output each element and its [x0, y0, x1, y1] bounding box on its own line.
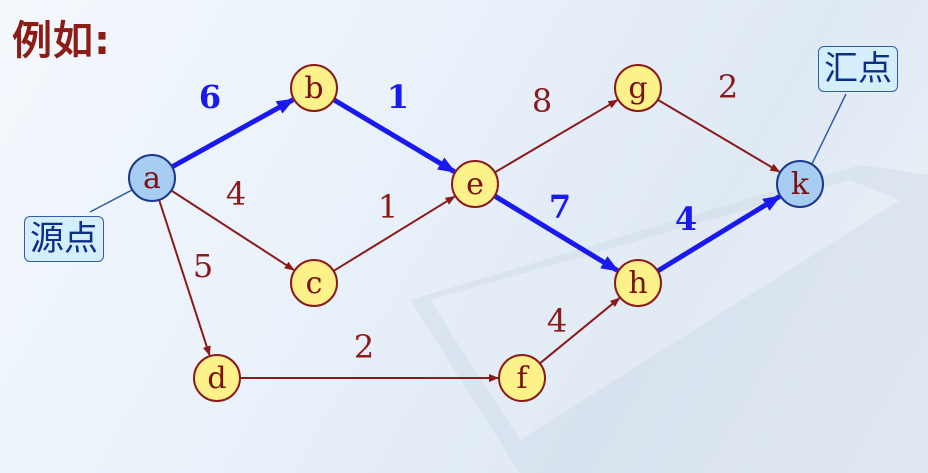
- edge-weight-h-k: 4: [675, 200, 697, 238]
- node-c: c: [290, 259, 338, 307]
- node-d: d: [193, 354, 241, 402]
- sink-callout: 汇点: [818, 46, 898, 92]
- node-label-a: a: [143, 161, 161, 196]
- edge-weight-a-d: 5: [193, 247, 213, 285]
- source-callout: 源点: [24, 216, 104, 262]
- page-title: 例如:: [12, 18, 111, 64]
- keyboard-background-image: [410, 165, 928, 473]
- node-circle-e: [451, 160, 499, 208]
- edge-g-k: [657, 98, 781, 173]
- node-label-k: k: [791, 167, 810, 202]
- edge-weight-f-h: 4: [547, 302, 567, 340]
- node-label-e: e: [466, 167, 484, 202]
- node-f: f: [498, 354, 546, 402]
- edge-b-e: [332, 97, 457, 174]
- node-label-d: d: [207, 361, 226, 396]
- node-g: g: [614, 64, 662, 112]
- node-label-f: f: [516, 361, 529, 396]
- edge-e-g: [494, 99, 619, 174]
- edge-weight-g-k: 2: [718, 68, 738, 106]
- sink-callout-pointer: [809, 93, 847, 169]
- edge-weight-d-f: 2: [354, 328, 374, 366]
- nodes-layer: a b c d e f g h k: [128, 64, 824, 402]
- node-label-c: c: [306, 266, 323, 301]
- node-circle-k: [776, 160, 824, 208]
- edge-a-b: [170, 97, 295, 170]
- node-h: h: [614, 259, 662, 307]
- node-circle-d: [193, 354, 241, 402]
- edge-weight-b-e: 1: [387, 78, 409, 116]
- source-callout-pointer: [89, 189, 133, 213]
- node-label-b: b: [304, 71, 323, 106]
- node-circle-b: [290, 64, 338, 112]
- edge-weight-a-b: 6: [199, 78, 221, 116]
- node-a: a: [128, 154, 176, 202]
- node-circle-a: [128, 154, 176, 202]
- node-b: b: [290, 64, 338, 112]
- node-circle-c: [290, 259, 338, 307]
- edge-weight-c-e: 1: [378, 188, 398, 226]
- edge-f-h: [539, 297, 621, 365]
- edge-e-h: [493, 193, 620, 273]
- edge-weight-a-c: 4: [226, 175, 246, 213]
- edge-weight-e-h: 7: [549, 188, 571, 226]
- node-circle-h: [614, 259, 662, 307]
- edge-a-c: [170, 189, 295, 271]
- node-circle-g: [614, 64, 662, 112]
- edge-h-k: [656, 194, 782, 274]
- node-label-h: h: [628, 266, 647, 301]
- edge-a-d: [158, 199, 211, 357]
- callout-pointers: [89, 93, 847, 213]
- node-label-g: g: [628, 71, 647, 106]
- node-k: k: [776, 160, 824, 208]
- edge-c-e: [333, 195, 456, 272]
- node-circle-f: [498, 354, 546, 402]
- edge-weight-e-g: 8: [532, 82, 552, 120]
- node-e: e: [451, 160, 499, 208]
